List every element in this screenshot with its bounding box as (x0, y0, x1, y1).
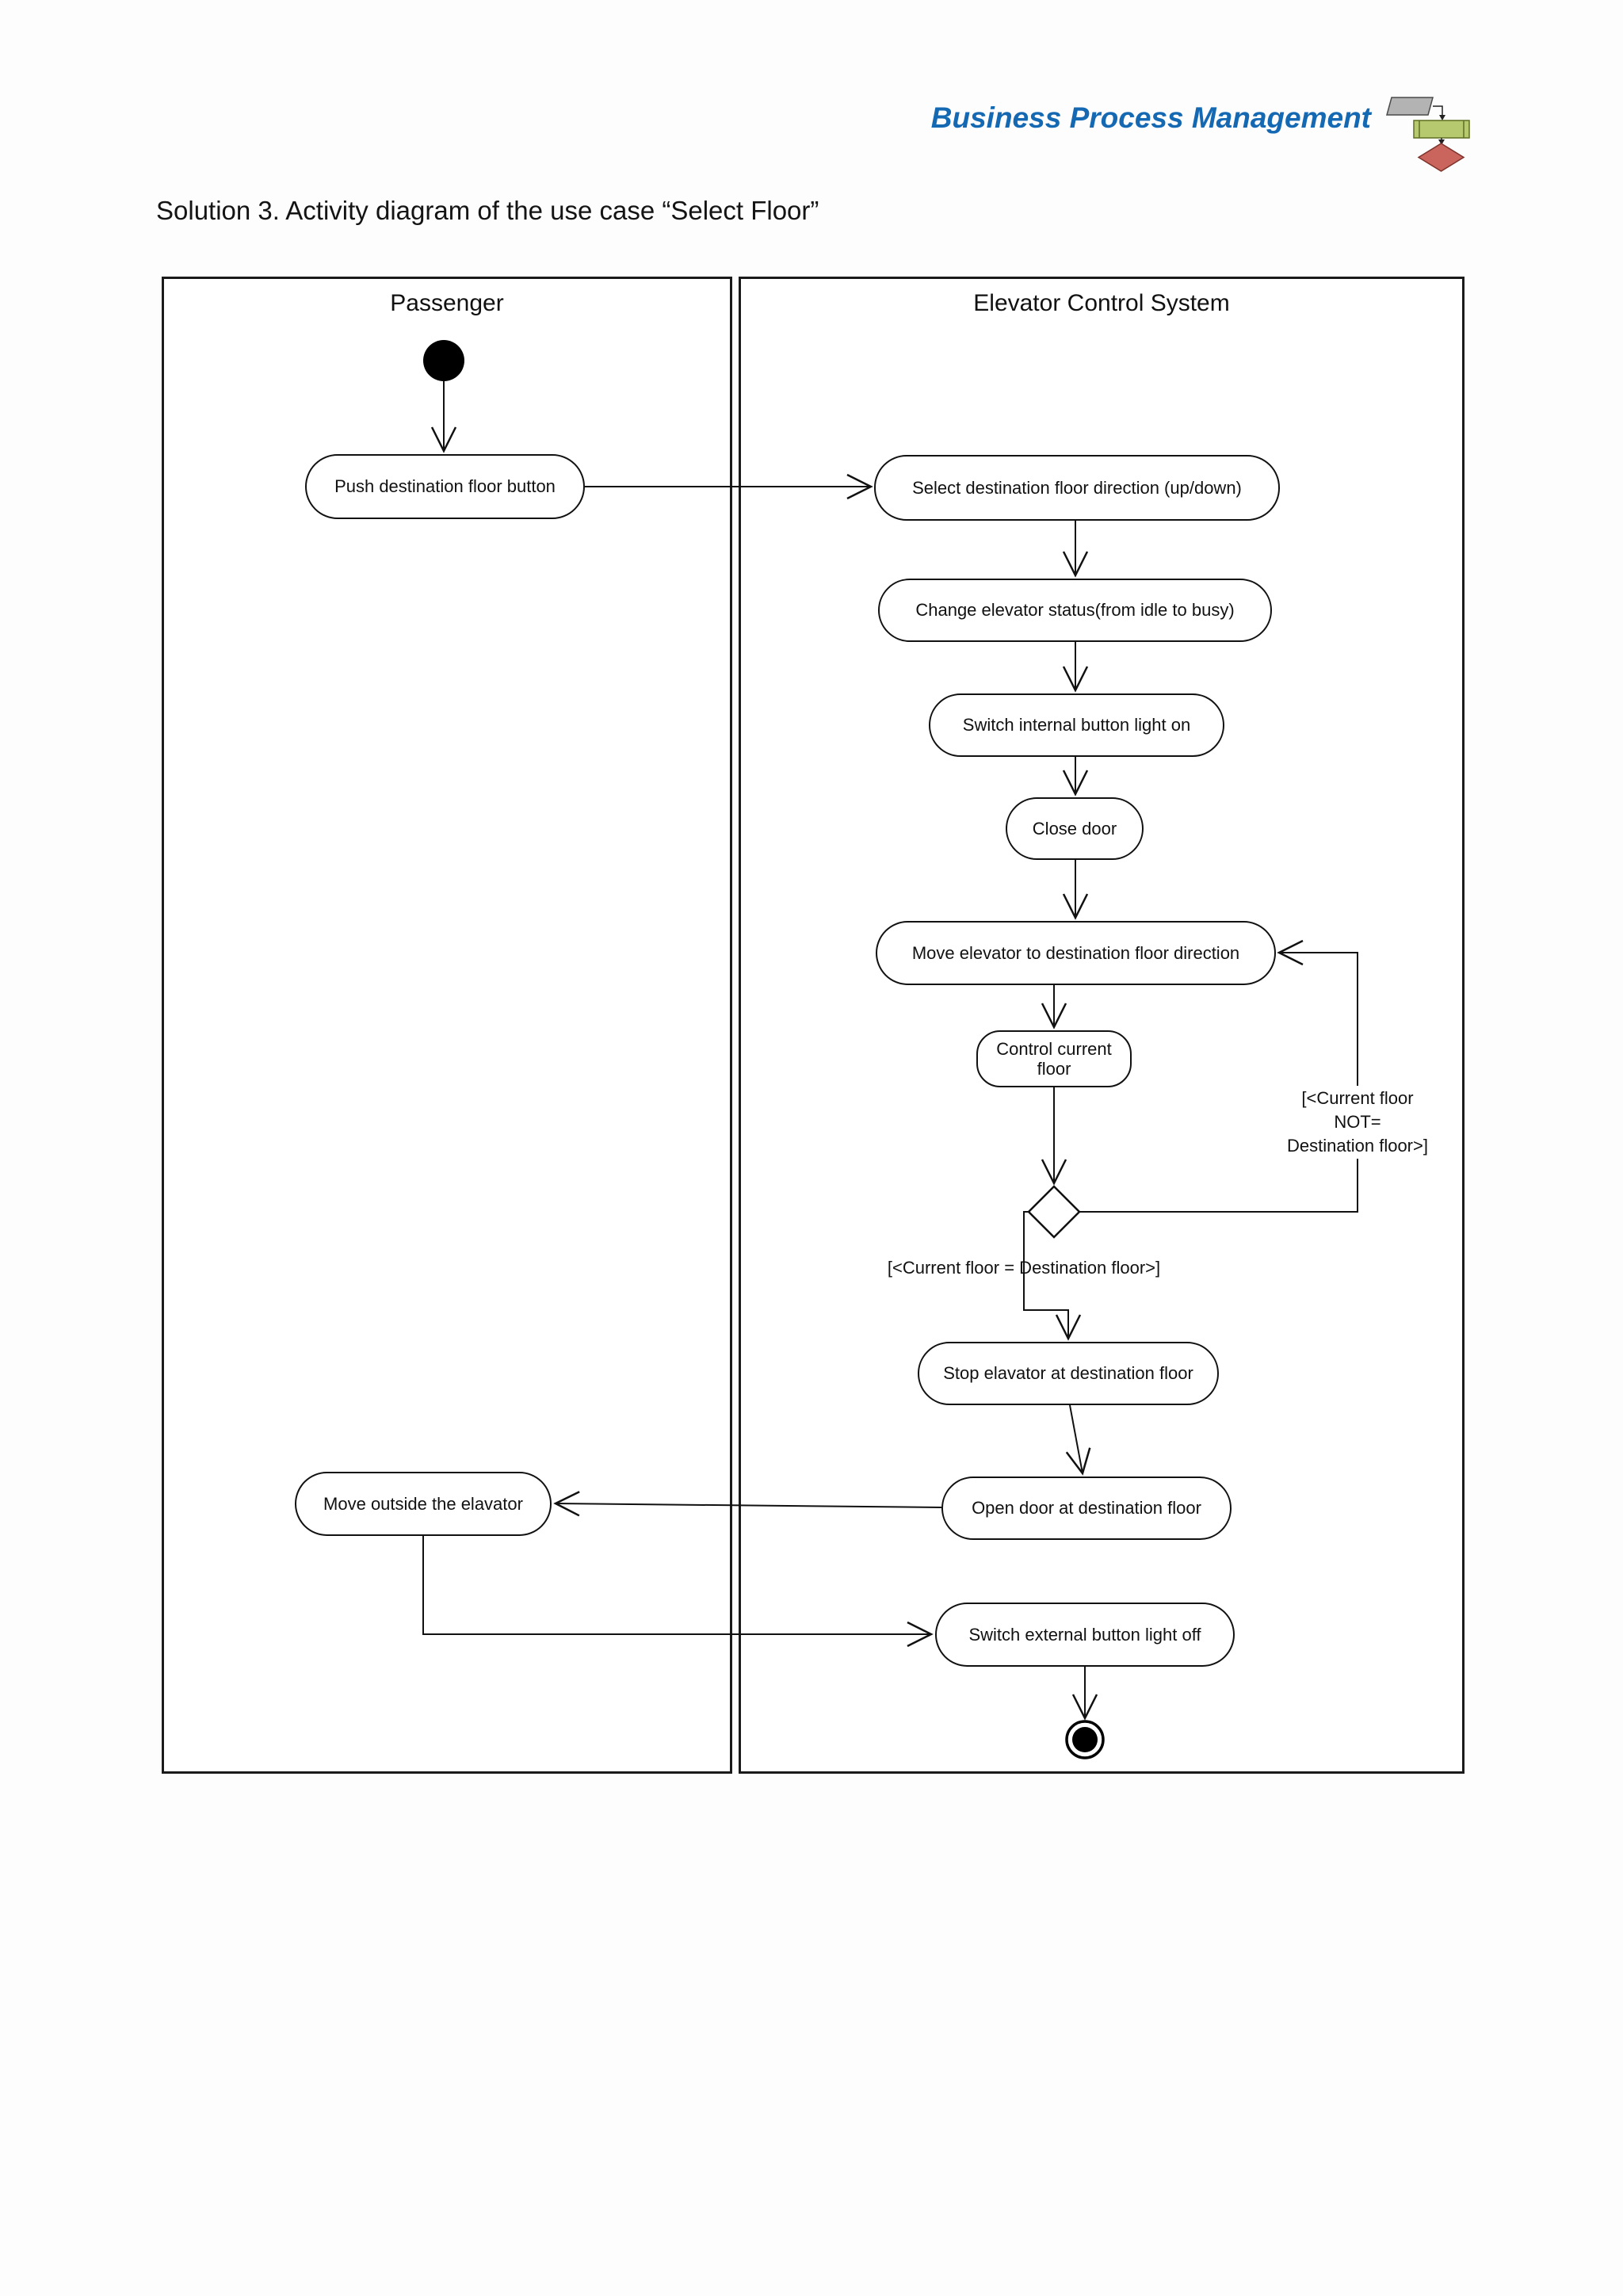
logo-connector-1 (1433, 105, 1443, 116)
bpm-logo-icon (1386, 97, 1470, 172)
logo-arrowhead-2 (1438, 139, 1445, 145)
guard-loop-line-3: Destination floor>] (1287, 1136, 1428, 1156)
logo-task-rect (1413, 120, 1470, 139)
activity-select-destination-floor-direction: Select destination floor direction (up/d… (874, 455, 1280, 521)
activity-control-current-floor: Control current floor (976, 1030, 1132, 1087)
logo-diamond (1417, 143, 1465, 172)
guard-label-current-floor-not-equal: [<Current floor NOT= Destination floor>] (1254, 1087, 1461, 1158)
page-title: Solution 3. Activity diagram of the use … (156, 196, 819, 225)
logo-arrowhead-1 (1439, 115, 1445, 120)
activity-open-door-at-destination-floor: Open door at destination floor (941, 1477, 1232, 1540)
activity-push-destination-floor-button: Push destination floor button (305, 454, 585, 519)
brand-text: Business Process Management (930, 101, 1371, 134)
activity-change-elevator-status: Change elevator status(from idle to busy… (878, 579, 1272, 642)
activity-switch-internal-button-light-on: Switch internal button light on (929, 693, 1224, 757)
activity-stop-elevator-at-destination-floor: Stop elavator at destination floor (918, 1342, 1219, 1405)
activity-switch-external-button-light-off: Switch external button light off (935, 1603, 1235, 1667)
lane-header-elevator-control-system: Elevator Control System (973, 290, 1230, 316)
guard-label-current-floor-equals: [<Current floor = Destination floor>] (887, 1258, 1161, 1278)
logo-parallelogram (1386, 97, 1434, 116)
guard-loop-line-2: NOT= (1334, 1112, 1381, 1132)
activity-move-elevator-to-destination-floor-direction: Move elevator to destination floor direc… (876, 921, 1276, 985)
activity-move-outside-the-elevator: Move outside the elavator (295, 1472, 552, 1536)
activity-close-door: Close door (1006, 797, 1144, 860)
lane-header-passenger: Passenger (390, 290, 504, 316)
guard-loop-line-1: [<Current floor (1301, 1088, 1414, 1108)
